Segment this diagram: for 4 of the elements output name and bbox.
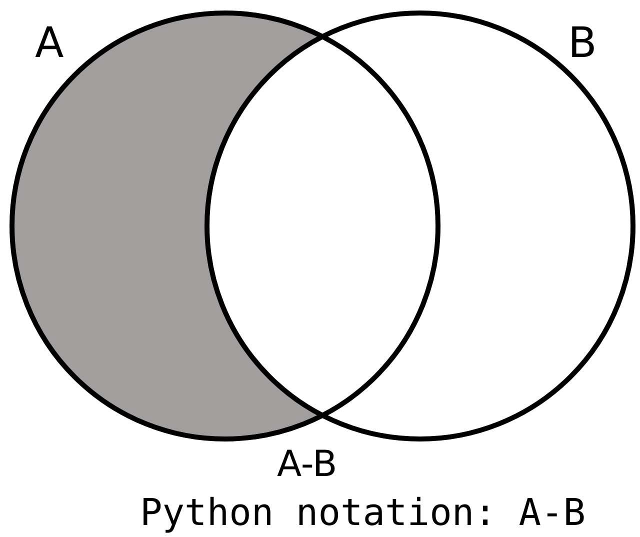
set-label: A bbox=[35, 22, 64, 64]
region-label: A-B bbox=[277, 447, 338, 483]
set-label: B bbox=[568, 22, 597, 64]
notation-text: Python notation: A-B bbox=[140, 494, 586, 531]
